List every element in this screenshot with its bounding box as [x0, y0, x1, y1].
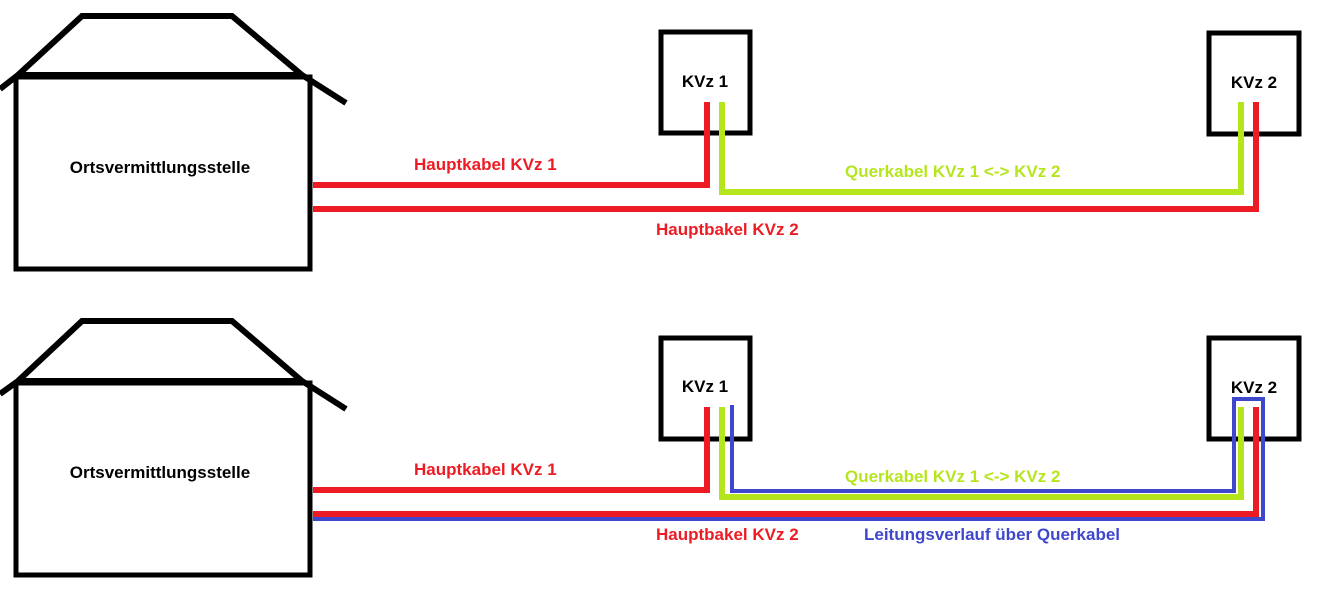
bottom-route-label: Leitungsverlauf über Querkabel	[864, 525, 1120, 544]
bottom-route-line	[313, 397, 1265, 521]
bottom-cross-cable	[719, 407, 1244, 500]
bottom-exchange-label: Ortsvermittlungsstelle	[70, 463, 250, 482]
top-building-roof	[0, 13, 348, 106]
top-panel: Ortsvermittlungsstelle KVz 1 KVz 2 Haupt…	[0, 13, 1302, 272]
top-exchange-building: Ortsvermittlungsstelle	[0, 13, 348, 272]
bottom-main-cable-kvz1	[313, 407, 710, 493]
bottom-cross-cable-label: Querkabel KVz 1 <-> KVz 2	[845, 467, 1060, 486]
top-building-body	[13, 74, 313, 272]
top-kvz2-label: KVz 2	[1231, 73, 1277, 92]
bottom-main-cable-1-label: Hauptkabel KVz 1	[414, 460, 557, 479]
top-cross-cable	[719, 102, 1244, 195]
top-main-cable-kvz2	[313, 102, 1259, 212]
top-main-cable-1-label: Hauptkabel KVz 1	[414, 155, 557, 174]
top-kvz1-label: KVz 1	[682, 72, 728, 91]
bottom-kvz1-label: KVz 1	[682, 377, 728, 396]
top-main-cable-kvz1	[313, 102, 710, 188]
top-main-cable-2-label: Hauptbakel KVz 2	[656, 220, 799, 239]
bottom-kvz2-label: KVz 2	[1231, 378, 1277, 397]
top-exchange-label: Ortsvermittlungsstelle	[70, 158, 250, 177]
bottom-building-roof	[0, 318, 348, 412]
bottom-exchange-building: Ortsvermittlungsstelle	[0, 318, 348, 578]
bottom-panel: Ortsvermittlungsstelle KVz 1 KVz 2 Haupt…	[0, 318, 1302, 578]
bottom-building-body	[13, 380, 313, 578]
bottom-main-cable-2-label: Hauptbakel KVz 2	[656, 525, 799, 544]
top-cross-cable-label: Querkabel KVz 1 <-> KVz 2	[845, 162, 1060, 181]
bottom-main-cable-kvz2	[313, 407, 1259, 517]
